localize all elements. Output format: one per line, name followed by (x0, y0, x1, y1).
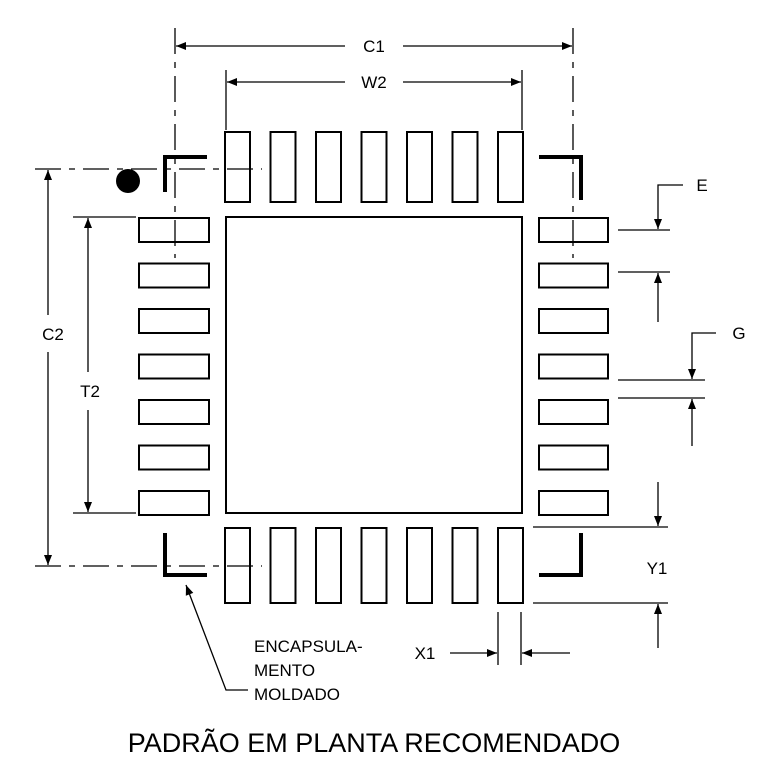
label-y1: Y1 (647, 559, 668, 578)
pads-top (224, 131, 524, 203)
label-e: E (696, 176, 707, 195)
pad-top-5 (406, 131, 433, 203)
molded-package-note: ENCAPSULA- MENTO MOLDADO (254, 637, 363, 704)
label-t2: T2 (80, 382, 100, 401)
corner-mark-top-right (539, 155, 583, 200)
pads-right (538, 217, 609, 516)
label-c1: C1 (363, 37, 385, 56)
pad-left-6 (138, 444, 210, 471)
pad-left-2 (138, 262, 210, 289)
pad-bottom-7 (497, 527, 524, 604)
pad-right-7 (538, 490, 609, 516)
pad-bottom-4 (360, 527, 388, 604)
note-line-3: MOLDADO (254, 685, 340, 704)
note-leader (185, 584, 248, 691)
corner-mark-top-left (163, 155, 207, 192)
pin1-indicator (116, 169, 140, 193)
pad-top-3 (315, 131, 342, 203)
dimension-lines (44, 42, 716, 691)
label-x1: X1 (415, 644, 436, 663)
pad-right-3 (538, 308, 609, 334)
pad-left-7 (138, 490, 210, 516)
pad-right-5 (538, 399, 609, 425)
pad-top-6 (451, 131, 479, 203)
note-line-2: MENTO (254, 661, 315, 680)
dim-g-arrow-down (688, 332, 716, 379)
label-c2: C2 (42, 325, 64, 344)
center-pad (225, 216, 523, 514)
note-line-1: ENCAPSULA- (254, 637, 363, 656)
label-w2: W2 (361, 73, 387, 92)
dim-e-arrow-down (654, 184, 683, 229)
corner-mark-bottom-right (539, 533, 583, 577)
pad-bottom-3 (315, 527, 342, 604)
pad-bottom-6 (451, 527, 479, 604)
pad-right-4 (538, 353, 609, 380)
pad-bottom-2 (269, 527, 297, 604)
pad-left-3 (138, 308, 210, 334)
pads-left (138, 217, 210, 516)
pad-right-2 (538, 262, 609, 289)
pad-right-6 (538, 444, 609, 471)
pad-bottom-5 (406, 527, 433, 604)
pad-left-1 (138, 217, 210, 243)
extension-lines (73, 70, 705, 665)
pad-top-2 (269, 131, 297, 203)
pad-top-4 (360, 131, 388, 203)
diagram-title: PADRÃO EM PLANTA RECOMENDADO (128, 727, 621, 758)
pad-top-7 (497, 131, 524, 203)
pad-left-5 (138, 399, 210, 425)
corner-mark-bottom-left (163, 533, 207, 577)
pad-left-4 (138, 353, 210, 380)
pad-top-1 (224, 131, 251, 203)
pads-bottom (224, 527, 524, 604)
label-g: G (732, 324, 745, 343)
centerlines (35, 28, 574, 567)
package-corner-marks (163, 155, 583, 577)
